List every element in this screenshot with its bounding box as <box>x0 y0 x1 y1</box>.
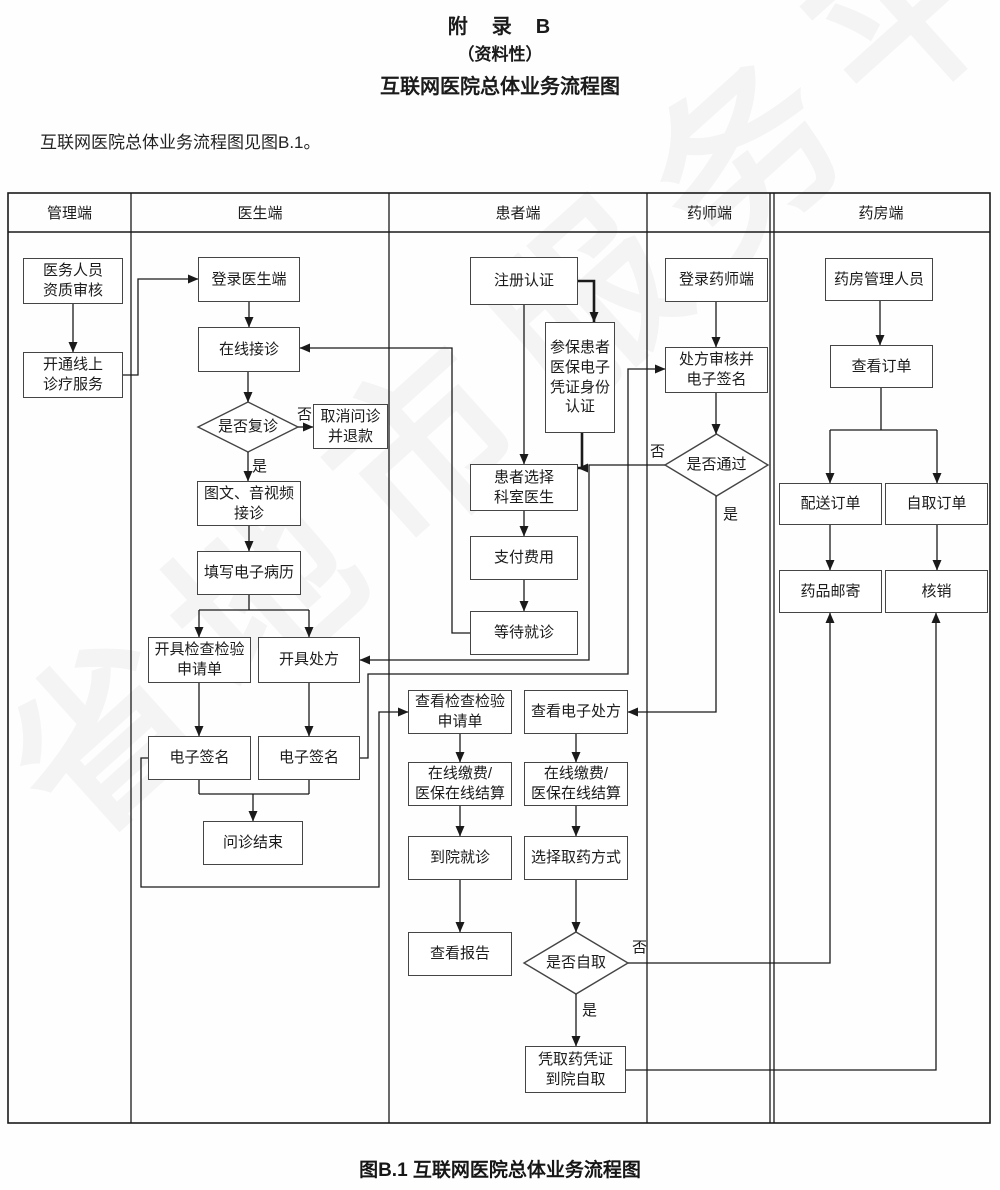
informative-subheading: （资料性） <box>457 45 543 64</box>
node-insured-identity-auth: 参保患者 医保电子 凭证身份 认证 <box>545 322 615 433</box>
node-review-pass-decision: 是否通过 <box>686 456 747 474</box>
edge-pass-yes-to-view-presc <box>627 496 717 717</box>
node-pharmacist-login: 登录药师端 <box>665 258 768 302</box>
node-pharmacy-manager: 药房管理人员 <box>825 258 933 301</box>
node-consultation-end: 问诊结束 <box>203 821 303 865</box>
node-open-online-service: 开通线上 诊疗服务 <box>23 352 123 398</box>
node-view-exam-form: 查看检查检验 申请单 <box>408 690 512 734</box>
node-choose-pickup-method: 选择取药方式 <box>524 836 628 880</box>
node-pay-fee: 支付费用 <box>470 536 578 580</box>
node-esign-exam: 电子签名 <box>148 736 251 780</box>
node-medicine-mail: 药品邮寄 <box>779 570 882 613</box>
edge-pickup-no-to-mail <box>628 612 835 964</box>
node-issue-prescription: 开具处方 <box>258 637 360 683</box>
edge-voucher-to-verification <box>626 612 941 1071</box>
figure-caption: 图B.1 互联网医院总体业务流程图 <box>359 1160 641 1181</box>
node-online-pay-medicine: 在线缴费/ 医保在线结算 <box>524 762 628 806</box>
lane-header-pharmacist: 药师端 <box>686 204 732 222</box>
edge-insured-auth-to-choose <box>577 433 588 473</box>
edge-esign-presc-to-review <box>360 364 666 759</box>
node-hospital-visit: 到院就诊 <box>408 836 512 880</box>
lane-header-pharmacy: 药房端 <box>858 204 904 222</box>
node-qualification-review: 医务人员 资质审核 <box>23 258 123 304</box>
node-self-pickup-decision: 是否自取 <box>545 954 606 972</box>
node-media-reception: 图文、音视频 接诊 <box>197 481 301 526</box>
lane-header-management: 管理端 <box>46 204 92 222</box>
lane-header-doctor: 医生端 <box>237 204 283 222</box>
document-title: 互联网医院总体业务流程图 <box>380 76 620 98</box>
node-doctor-login: 登录医生端 <box>198 257 300 302</box>
node-pickup-order: 自取订单 <box>885 483 988 525</box>
node-cancel-refund: 取消问诊 并退款 <box>313 404 388 449</box>
node-view-e-prescription: 查看电子处方 <box>524 690 628 734</box>
node-wait-visit: 等待就诊 <box>470 611 578 655</box>
node-issue-exam-form: 开具检查检验 申请单 <box>148 637 251 683</box>
node-online-reception: 在线接诊 <box>198 327 300 372</box>
node-view-report: 查看报告 <box>408 932 512 976</box>
edge-pass-no-to-prescription <box>359 464 665 665</box>
node-pickup-with-voucher: 凭取药凭证 到院自取 <box>525 1046 626 1093</box>
node-view-order: 查看订单 <box>830 345 933 388</box>
edge-wait-to-reception <box>299 343 470 634</box>
edge-label-repeat-no: 否 <box>297 406 313 423</box>
intro-paragraph: 互联网医院总体业务流程图见图B.1。 <box>40 133 321 152</box>
node-fill-emr: 填写电子病历 <box>197 551 301 595</box>
edge-label-pass-no: 否 <box>650 443 666 460</box>
node-choose-department-doctor: 患者选择 科室医生 <box>470 464 578 511</box>
node-esign-prescription: 电子签名 <box>258 736 360 780</box>
edge-register-to-insured-auth <box>578 279 599 323</box>
edge-label-repeat-yes: 是 <box>252 458 268 475</box>
lane-header-patient: 患者端 <box>495 204 541 222</box>
node-repeat-visit-decision: 是否复诊 <box>217 418 278 436</box>
edge-open-to-doctor-login <box>123 274 199 376</box>
edge-label-pickup-no: 否 <box>632 939 648 956</box>
node-delivery-order: 配送订单 <box>779 483 882 525</box>
edge-esign-exam-to-view-form <box>140 707 409 888</box>
node-verification: 核销 <box>885 570 988 613</box>
appendix-heading: 附 录 B <box>447 16 553 38</box>
node-register-auth: 注册认证 <box>470 257 578 305</box>
edge-label-pass-yes: 是 <box>723 506 739 523</box>
node-prescription-review-esign: 处方审核并 电子签名 <box>665 347 768 393</box>
edge-label-pickup-yes: 是 <box>582 1002 598 1019</box>
swimlane-frame <box>7 192 991 1124</box>
node-online-pay-exam: 在线缴费/ 医保在线结算 <box>408 762 512 806</box>
